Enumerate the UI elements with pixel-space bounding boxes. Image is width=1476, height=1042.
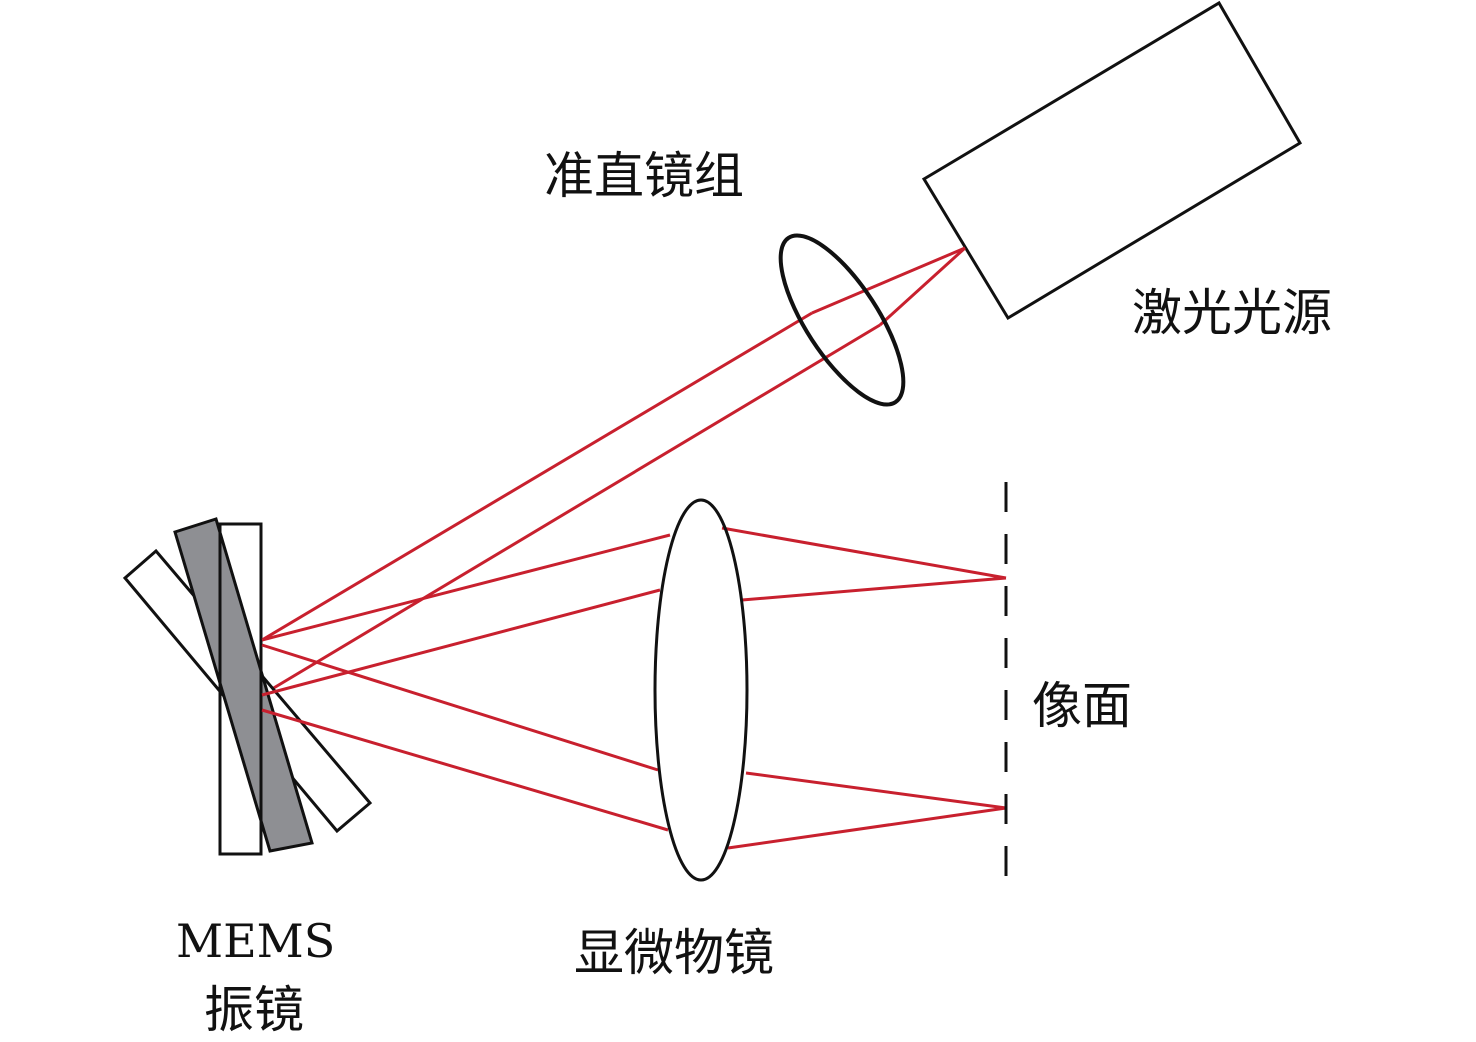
microscope-objective-label: 显微物镜 bbox=[574, 924, 774, 982]
mems-mirror-plate bbox=[173, 517, 314, 853]
microscope-objective-lens bbox=[653, 498, 749, 882]
beam-source-to-collimator bbox=[811, 246, 967, 327]
mems-label-line2: 振镜 bbox=[204, 981, 304, 1039]
laser-source-label: 激光光源 bbox=[1132, 284, 1332, 342]
laser-source-box bbox=[921, 0, 1303, 321]
mems-mirror-rest-frame bbox=[218, 522, 263, 856]
collimator-lens bbox=[778, 233, 906, 407]
image-plane-label: 像面 bbox=[1032, 677, 1132, 735]
beam-mems-to-image-plane bbox=[261, 526, 1007, 850]
beam-collimator-to-mems bbox=[261, 311, 881, 697]
collimator-group-label: 准直镜组 bbox=[544, 147, 744, 205]
mems-label-line1: MEMS bbox=[176, 914, 335, 968]
